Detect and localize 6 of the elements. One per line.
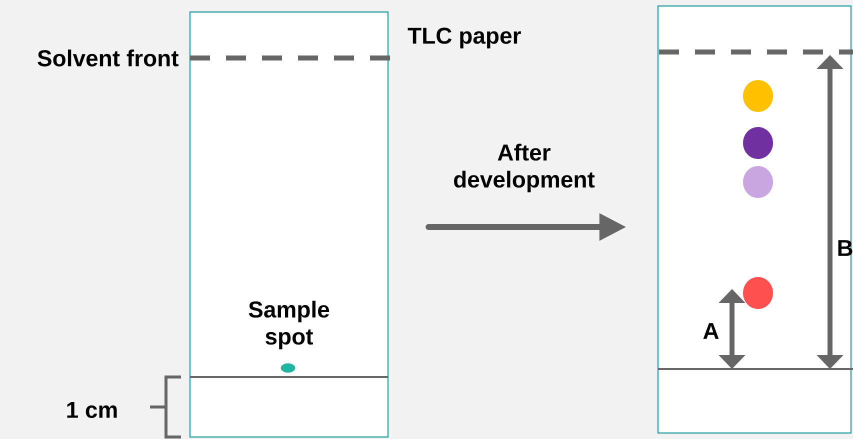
heading: TLC paper (408, 28, 521, 48)
label: 1 cm (67, 402, 117, 418)
paper-strip (657, 5, 852, 434)
label: A (703, 323, 719, 339)
edge-label: After development (454, 144, 595, 192)
label: Sample spot (248, 300, 330, 350)
